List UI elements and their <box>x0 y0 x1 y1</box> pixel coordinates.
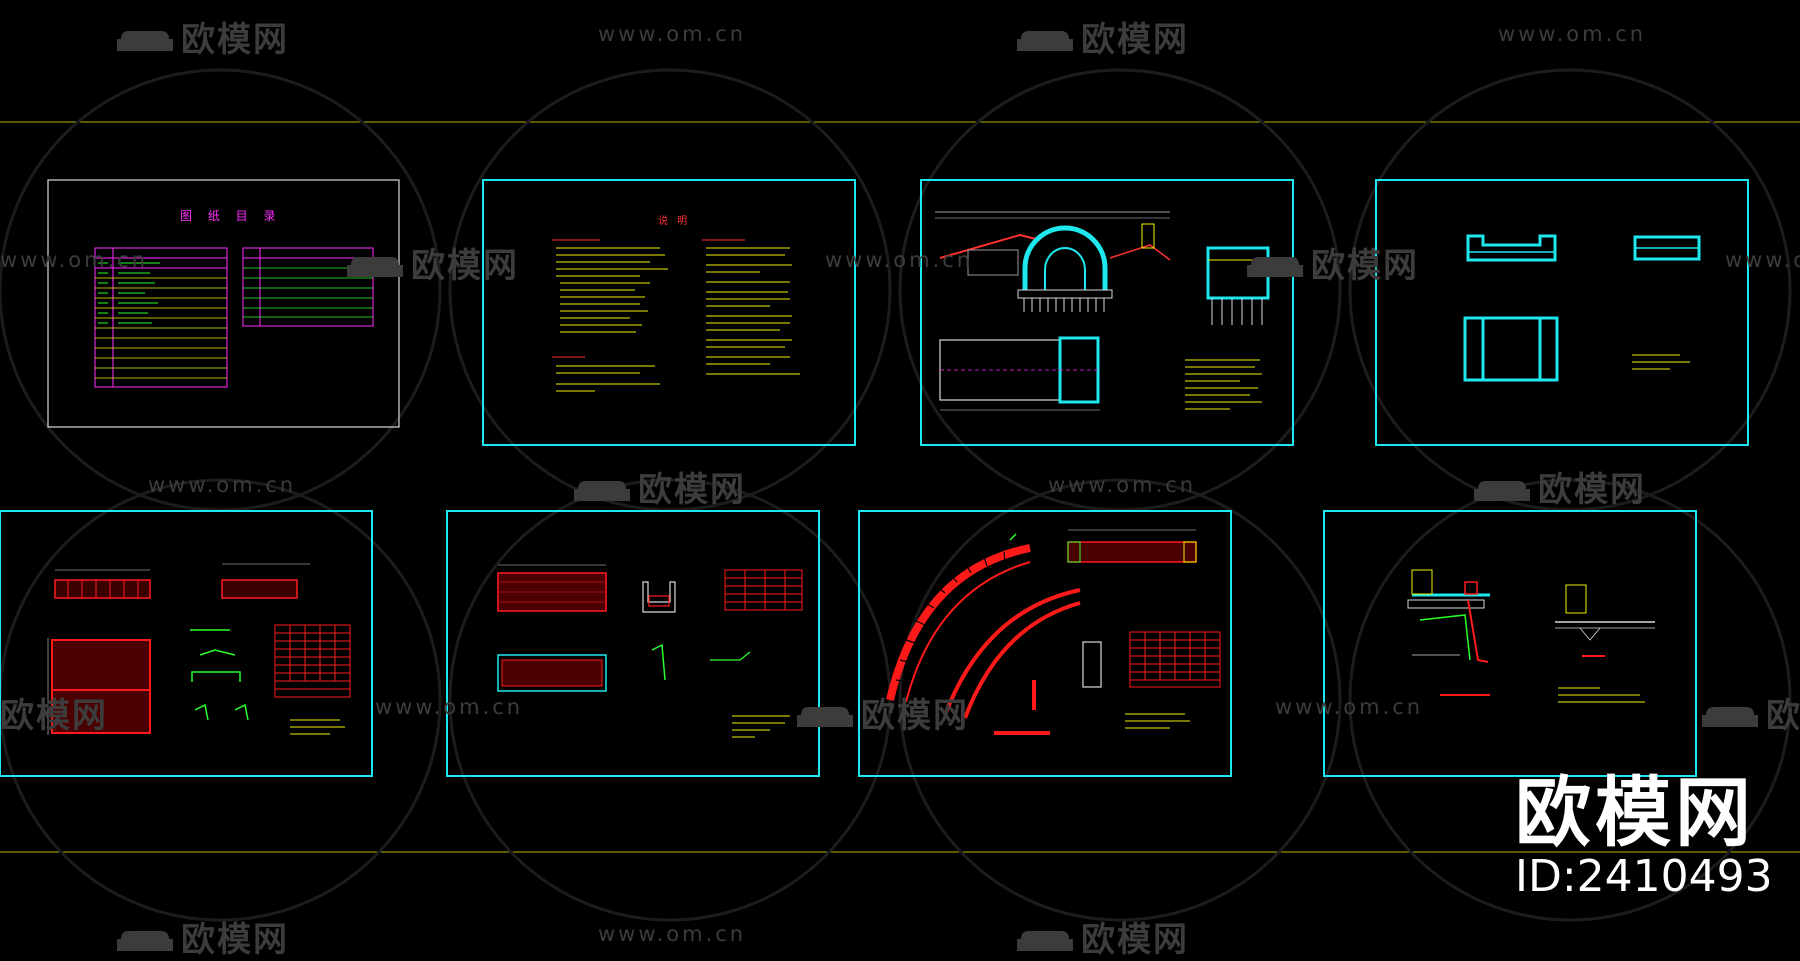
sofa-icon <box>1017 931 1073 951</box>
beam-section <box>642 581 751 681</box>
cap-side <box>1633 235 1701 261</box>
brand-name: 欧模网 <box>1515 768 1755 857</box>
watermark-logo: 欧模网 <box>345 238 519 287</box>
sofa-icon <box>1247 257 1303 277</box>
index-table-left-entries <box>98 262 160 324</box>
watermark-url: www.om.cn <box>1048 473 1197 497</box>
sofa-icon <box>574 481 630 501</box>
watermark-url: www.om.cn <box>1498 22 1647 46</box>
arch-rib-notes <box>1125 713 1190 729</box>
cap-plan <box>1463 316 1559 382</box>
watermark-logo: 欧模网 <box>572 462 746 511</box>
watermark-url: www.om.cn <box>375 695 524 719</box>
sofa-icon <box>1017 31 1073 51</box>
beam-notes <box>732 715 790 738</box>
watermark-logo: 欧模网 <box>1700 688 1800 737</box>
wall-section <box>1407 569 1490 696</box>
sheet-arch-rib[interactable] <box>858 510 1232 777</box>
watermark-logo: 欧模网 <box>115 912 289 961</box>
index-table-left-rows <box>95 277 227 379</box>
watermark-url: www.om.cn <box>598 22 747 46</box>
rebar-notes-1 <box>290 719 345 735</box>
arch-elevation <box>935 211 1171 312</box>
watermark-logo: 欧模网 <box>1472 462 1646 511</box>
index-table-right <box>242 247 374 327</box>
brand-id-label: ID:2410493 <box>1515 851 1773 902</box>
arch-rib-beam <box>1067 529 1197 563</box>
beam-table <box>724 569 803 611</box>
sofa-icon <box>117 931 173 951</box>
watermark-logo: 欧模网 <box>0 696 108 736</box>
arch-rib-small-parts <box>994 533 1102 735</box>
joint-detail <box>1555 584 1655 657</box>
arch-notes <box>1185 359 1262 410</box>
wall-notes <box>1558 687 1645 703</box>
beam-elevation <box>497 564 607 612</box>
watermark-logo: 欧模网 <box>1015 912 1189 961</box>
watermark-logo: 欧模网 <box>115 12 289 61</box>
watermark-url: www.om.cn <box>1275 695 1424 719</box>
rebar-shapes <box>190 629 249 721</box>
watermark-url: www.om.cn <box>598 922 747 946</box>
sheet-design-notes[interactable] <box>482 179 856 446</box>
cap-elevation <box>1466 234 1557 262</box>
beam-plan <box>497 654 607 692</box>
notes-left-column <box>552 239 668 392</box>
index-table-left <box>94 247 228 388</box>
arch-rib-ties <box>895 551 1006 683</box>
rebar-table-1 <box>274 624 351 698</box>
watermark-url: www.om.cn <box>148 473 297 497</box>
watermark-url: www.om.cn <box>0 248 149 272</box>
sofa-icon <box>1474 481 1530 501</box>
watermark-logo: 欧模网 <box>795 688 969 737</box>
sheet-rebar-detail-1[interactable] <box>0 510 373 777</box>
sheet-rebar-detail-2[interactable] <box>446 510 820 777</box>
sofa-icon <box>797 707 853 727</box>
watermark-logo: 欧模网 <box>1245 238 1419 287</box>
sofa-icon <box>1702 707 1758 727</box>
sheet-cap-beam[interactable] <box>1375 179 1749 446</box>
watermark-logo: 欧模网 <box>1015 12 1189 61</box>
arch-rib-table <box>1129 631 1221 688</box>
notes-right-column <box>702 239 800 375</box>
sofa-icon <box>117 31 173 51</box>
cap-notes <box>1632 354 1690 370</box>
rebar-plan-grid <box>47 638 151 735</box>
watermark-url: www.om.cn <box>825 248 974 272</box>
sheet-wall-detail[interactable] <box>1323 510 1697 777</box>
drawing-index-title: 图 纸 目 录 <box>180 209 282 223</box>
sofa-icon <box>347 257 403 277</box>
design-notes-title: 说 明 <box>658 216 691 227</box>
sheet-arch-layout[interactable] <box>920 179 1294 446</box>
rebar-section-a <box>54 563 310 599</box>
arch-plan <box>939 336 1100 411</box>
watermark-url: www.om.cn <box>1725 248 1800 272</box>
